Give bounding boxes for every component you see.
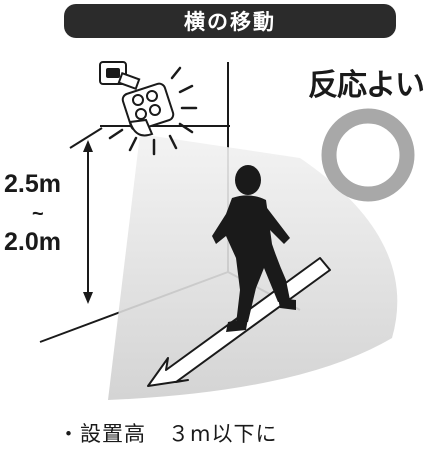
response-label: 反応よい xyxy=(308,68,425,103)
walking-person-icon xyxy=(212,165,296,332)
installation-height-caption: ・設置高 ３m以下に xyxy=(58,422,278,446)
height-dimension-arrow xyxy=(83,140,93,304)
circle-response-icon xyxy=(321,108,415,202)
height-min-label: 2.0m xyxy=(4,228,61,256)
ceiling-edge-line xyxy=(69,127,103,149)
title-bar: 横の移動 xyxy=(64,4,396,38)
height-range-tilde: ~ xyxy=(32,203,44,225)
page-title: 横の移動 xyxy=(184,10,276,34)
height-max-label: 2.5m xyxy=(4,170,61,198)
motion-sensor-light-icon xyxy=(99,61,198,156)
